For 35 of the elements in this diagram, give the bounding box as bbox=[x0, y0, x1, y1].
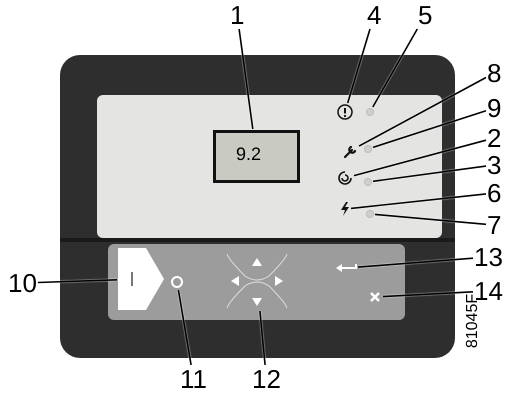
callout-number: 7 bbox=[487, 212, 502, 238]
callout-number: 10 bbox=[8, 270, 37, 296]
leader-line bbox=[238, 28, 254, 130]
leader-line bbox=[358, 257, 474, 268]
callout-number: 1 bbox=[230, 2, 244, 28]
auto-restart-icon bbox=[337, 170, 353, 186]
alarm-icon bbox=[337, 104, 353, 120]
callout-number: 3 bbox=[487, 152, 502, 178]
leader-line bbox=[346, 28, 371, 104]
start-button bbox=[118, 248, 164, 310]
escape-key bbox=[368, 290, 382, 304]
callout-number: 4 bbox=[367, 2, 382, 28]
display-screen bbox=[213, 130, 300, 183]
stop-button bbox=[170, 275, 184, 289]
enter-key bbox=[335, 262, 357, 274]
leader-line bbox=[358, 76, 486, 147]
leader-line bbox=[350, 193, 486, 210]
leader-line bbox=[382, 291, 474, 298]
leader-line bbox=[354, 139, 486, 176]
leader-line bbox=[372, 110, 486, 148]
callout-number: 12 bbox=[252, 366, 281, 392]
callout-number: 8 bbox=[487, 60, 502, 86]
display-reading: 9.2 bbox=[236, 144, 262, 165]
callout-number: 11 bbox=[180, 366, 207, 392]
callout-number: 13 bbox=[474, 244, 503, 270]
leader-line bbox=[259, 310, 266, 366]
leader-line bbox=[38, 279, 118, 284]
callout-number: 5 bbox=[418, 2, 432, 28]
callout-number: 2 bbox=[487, 125, 502, 151]
lightning-icon bbox=[340, 202, 350, 216]
wrench-icon bbox=[342, 143, 358, 159]
callout-number: 6 bbox=[487, 180, 502, 206]
callout-number: 9 bbox=[487, 95, 502, 121]
leader-line bbox=[372, 165, 486, 182]
leader-line bbox=[374, 214, 486, 226]
